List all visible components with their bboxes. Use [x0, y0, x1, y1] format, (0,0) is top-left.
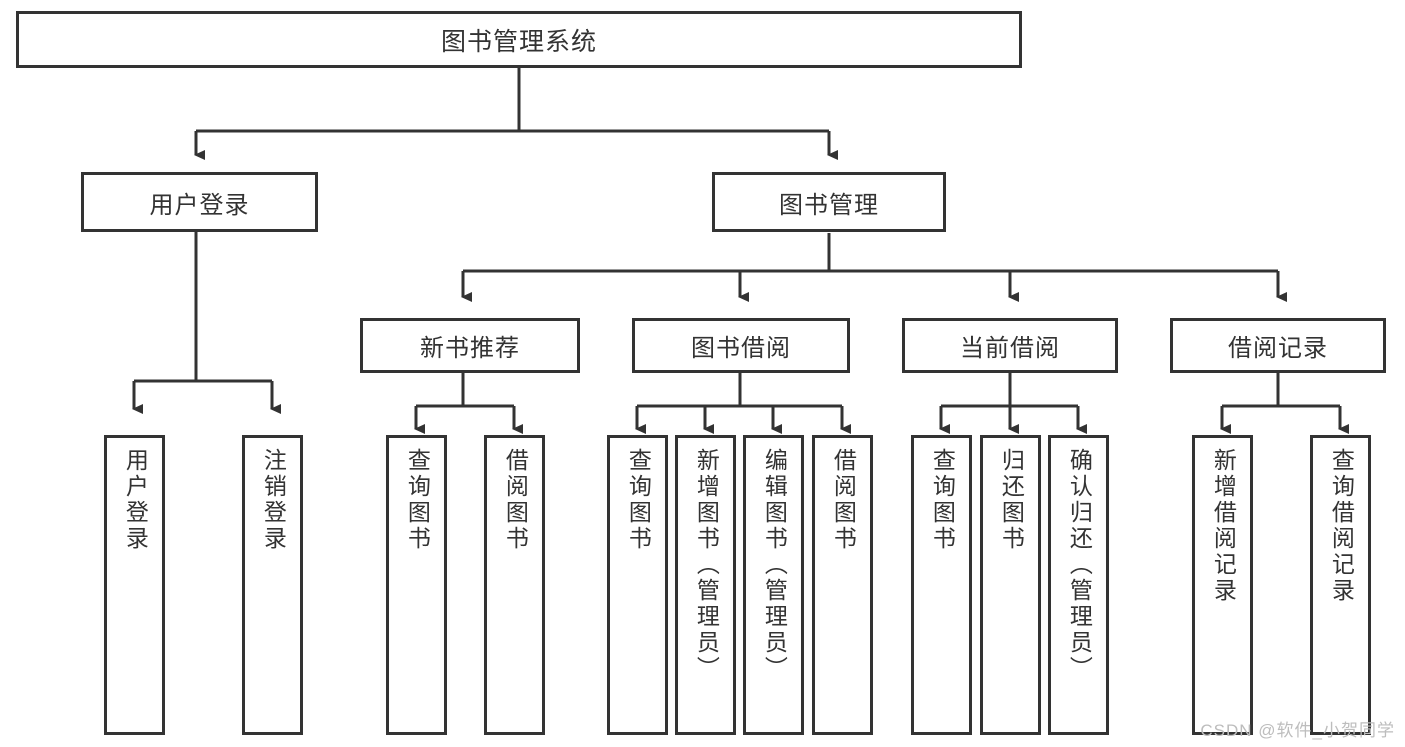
node-leaf-query-book-3[interactable]: 查询图书 — [911, 435, 972, 735]
node-book-borrow-label: 图书借阅 — [691, 335, 791, 362]
node-leaf-edit-book-label: 编辑图书（管理员） — [761, 448, 788, 682]
node-leaf-query-book-2[interactable]: 查询图书 — [607, 435, 668, 735]
node-book-manage[interactable]: 图书管理 — [712, 172, 946, 232]
node-user-login[interactable]: 用户登录 — [81, 172, 318, 232]
node-leaf-logout[interactable]: 注销登录 — [242, 435, 303, 735]
node-leaf-return-book-label: 归还图书 — [998, 448, 1025, 552]
node-leaf-query-book-1[interactable]: 查询图书 — [386, 435, 447, 735]
node-leaf-query-book-1-label: 查询图书 — [404, 448, 431, 552]
node-leaf-confirm-return-label: 确认归还（管理员） — [1066, 448, 1093, 682]
node-leaf-borrow-book-2-label: 借阅图书 — [830, 448, 857, 552]
node-leaf-user-login[interactable]: 用户登录 — [104, 435, 165, 735]
node-leaf-borrow-book-2[interactable]: 借阅图书 — [812, 435, 873, 735]
node-current-borrow-label: 当前借阅 — [960, 335, 1060, 362]
node-leaf-add-book[interactable]: 新增图书（管理员） — [675, 435, 736, 735]
node-leaf-query-book-3-label: 查询图书 — [929, 448, 956, 552]
node-leaf-borrow-book-1-label: 借阅图书 — [502, 448, 529, 552]
node-root[interactable]: 图书管理系统 — [16, 11, 1022, 68]
node-leaf-borrow-book-1[interactable]: 借阅图书 — [484, 435, 545, 735]
node-book-manage-label: 图书管理 — [779, 191, 879, 219]
node-leaf-edit-book[interactable]: 编辑图书（管理员） — [743, 435, 804, 735]
node-leaf-add-record-label: 新增借阅记录 — [1210, 448, 1237, 604]
node-leaf-query-record-label: 查询借阅记录 — [1328, 448, 1355, 604]
node-user-login-label: 用户登录 — [149, 191, 250, 219]
node-leaf-return-book[interactable]: 归还图书 — [980, 435, 1041, 735]
node-leaf-add-record[interactable]: 新增借阅记录 — [1192, 435, 1253, 735]
node-new-book-rec-label: 新书推荐 — [420, 335, 520, 362]
node-new-book-rec[interactable]: 新书推荐 — [360, 318, 580, 373]
node-leaf-user-login-label: 用户登录 — [122, 448, 149, 552]
node-borrow-record[interactable]: 借阅记录 — [1170, 318, 1386, 373]
node-leaf-query-book-2-label: 查询图书 — [625, 448, 652, 552]
node-leaf-query-record[interactable]: 查询借阅记录 — [1310, 435, 1371, 735]
node-leaf-logout-label: 注销登录 — [260, 448, 287, 552]
node-leaf-confirm-return[interactable]: 确认归还（管理员） — [1048, 435, 1109, 735]
node-root-label: 图书管理系统 — [440, 27, 597, 56]
node-book-borrow[interactable]: 图书借阅 — [632, 318, 850, 373]
node-current-borrow[interactable]: 当前借阅 — [902, 318, 1118, 373]
node-leaf-add-book-label: 新增图书（管理员） — [693, 448, 720, 682]
node-borrow-record-label: 借阅记录 — [1228, 335, 1328, 362]
